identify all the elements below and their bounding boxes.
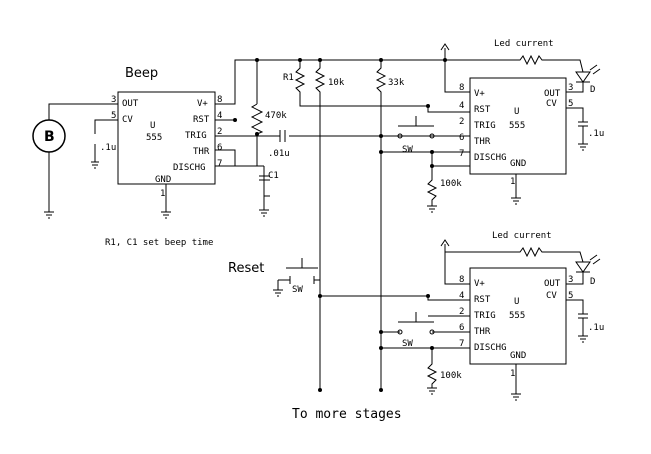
- stage1-pin-gnd: GND: [510, 159, 526, 169]
- stage1-pin-3: 3: [568, 83, 573, 93]
- stage2-pin-8: 8: [459, 275, 464, 285]
- stage2-sw: SW: [402, 339, 413, 349]
- stage1-pin-thr: THR: [474, 137, 491, 147]
- beeper-label: B: [44, 129, 55, 145]
- stage1-555-chip: [469, 77, 567, 175]
- stage2-part: 555: [509, 311, 525, 321]
- stage2-pin-out: OUT: [544, 279, 561, 289]
- stage1: [381, 43, 601, 213]
- stage1-pin-1: 1: [510, 177, 515, 187]
- pullup-network: [294, 58, 445, 392]
- stage1-pin-4: 4: [459, 101, 464, 111]
- beep-chip-part: 555: [146, 133, 162, 143]
- stage2-pin-cv: CV: [546, 291, 557, 301]
- beep-wiring: [44, 58, 448, 219]
- stage2-pin-7: 7: [459, 339, 464, 349]
- stage2-pin-dischg: DISCHG: [474, 343, 507, 353]
- r3-label: 33k: [388, 78, 405, 88]
- stage2-led-label: Led current: [492, 231, 552, 241]
- stage1-sw: SW: [402, 145, 413, 155]
- r2-label: 10k: [328, 78, 345, 88]
- stage2-pin-vplus: V+: [474, 279, 485, 289]
- beep-pin-8: 8: [217, 95, 222, 105]
- beep-cv-cap-label: .1u: [100, 143, 116, 153]
- beep-timing-cap-label: C1: [268, 171, 279, 181]
- beep-pin-5: 5: [111, 111, 116, 121]
- stage2-pin-5: 5: [568, 291, 573, 301]
- beep-555-chip: [117, 91, 216, 185]
- stage2-pin-trig: TRIG: [474, 311, 496, 321]
- stage1-res: 100k: [440, 179, 462, 189]
- beep-pin-4: 4: [217, 111, 222, 121]
- stage1-ref: U: [514, 107, 519, 117]
- stage2-pin-4: 4: [459, 291, 464, 301]
- stage2-res: 100k: [440, 371, 462, 381]
- stage2-ref: U: [514, 297, 519, 307]
- stage1-pin-out: OUT: [544, 89, 561, 99]
- stage2-led-d: D: [590, 277, 595, 287]
- beep-pin-6: 6: [217, 143, 222, 153]
- stage2-cap: .1u: [588, 323, 604, 333]
- stage2-pin-1: 1: [510, 369, 515, 379]
- stage1-pin-vplus: V+: [474, 89, 485, 99]
- stage1-pin-8: 8: [459, 83, 464, 93]
- beep-pin-7: 7: [217, 159, 222, 169]
- stage1-pin-dischg: DISCHG: [474, 153, 507, 163]
- stage1-cap: .1u: [588, 129, 604, 139]
- footer-label: To more stages: [292, 407, 402, 422]
- stage2-pin-rst: RST: [474, 295, 491, 305]
- reset-switch: [273, 258, 320, 297]
- stage1-pin-rst: RST: [474, 105, 491, 115]
- beep-pin-dischg-label: DISCHG: [173, 163, 206, 173]
- beep-note: R1, C1 set beep time: [105, 238, 213, 248]
- stage1-led-d: D: [590, 85, 595, 95]
- stage2-pin-gnd: GND: [510, 351, 526, 361]
- beep-pin-out-label: OUT: [122, 99, 139, 109]
- stage2-pin-3: 3: [568, 275, 573, 285]
- stage1-led-label: Led current: [494, 39, 554, 49]
- reset-sw-label: SW: [292, 285, 303, 295]
- stage2-pin-2: 2: [459, 307, 464, 317]
- stage2-pin-thr: THR: [474, 327, 491, 337]
- beep-pin-cv-label: CV: [122, 115, 133, 125]
- beep-pin-1: 1: [160, 189, 165, 199]
- stage2: [381, 239, 601, 401]
- stage1-pin-5: 5: [568, 99, 573, 109]
- stage2-pin-6: 6: [459, 323, 464, 333]
- beep-pin-thr-label: THR: [193, 147, 210, 157]
- stage1-pin-2: 2: [459, 117, 464, 127]
- reset-label: Reset: [228, 261, 264, 276]
- stage1-pin-6: 6: [459, 133, 464, 143]
- stage1-pin-7: 7: [459, 149, 464, 159]
- r1-label: R1: [283, 73, 294, 83]
- beep-pin-rst-label: RST: [193, 115, 210, 125]
- beeper-circle: B: [32, 119, 66, 153]
- beep-title: Beep: [125, 66, 158, 81]
- beep-pin-3: 3: [111, 95, 116, 105]
- stage1-pin-trig: TRIG: [474, 121, 496, 131]
- beep-timing-res-label: 470k: [265, 111, 287, 121]
- beep-pin-vplus-label: V+: [197, 99, 208, 109]
- beep-pin-gnd-label: GND: [155, 175, 171, 185]
- beep-chip-ref: U: [150, 121, 155, 131]
- beep-pin-trig-label: TRIG: [185, 131, 207, 141]
- stage1-part: 555: [509, 121, 525, 131]
- stage1-pin-cv: CV: [546, 99, 557, 109]
- beep-pin-2: 2: [217, 127, 222, 137]
- beep-coupling-cap-label: .01u: [268, 149, 290, 159]
